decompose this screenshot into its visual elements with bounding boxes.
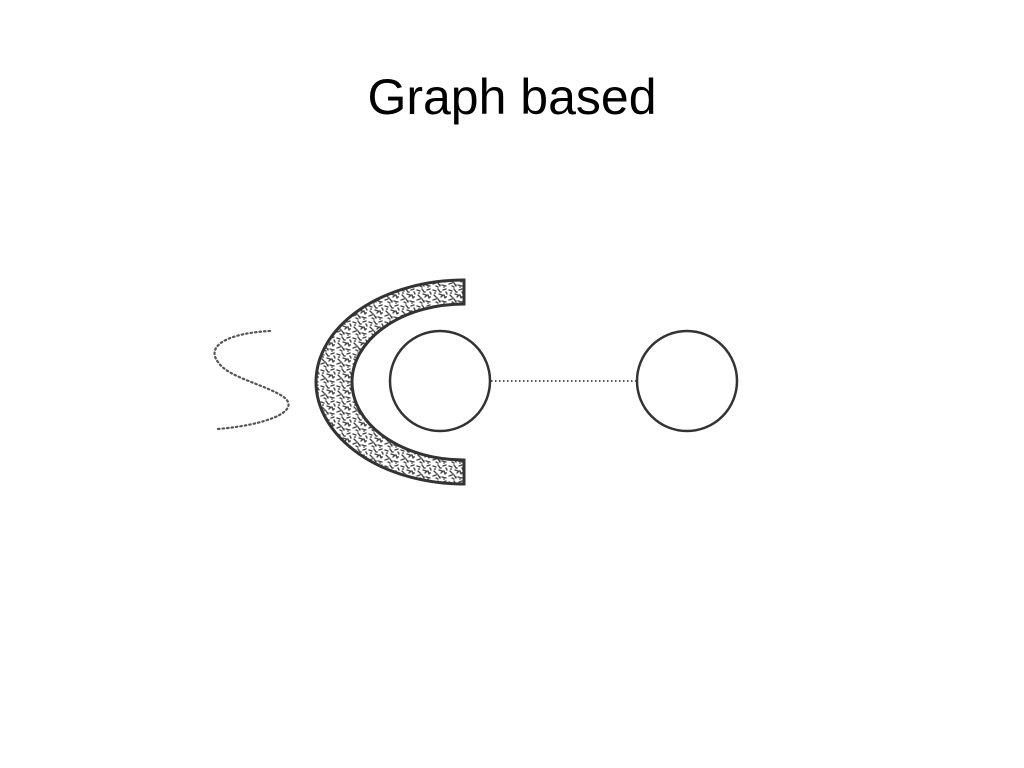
- graph-node-left: [388, 329, 492, 433]
- textured-arc: [314, 278, 466, 486]
- graph-node-right: [635, 329, 739, 433]
- dotted-curve: [213, 329, 290, 431]
- slide-title: Graph based: [367, 69, 657, 125]
